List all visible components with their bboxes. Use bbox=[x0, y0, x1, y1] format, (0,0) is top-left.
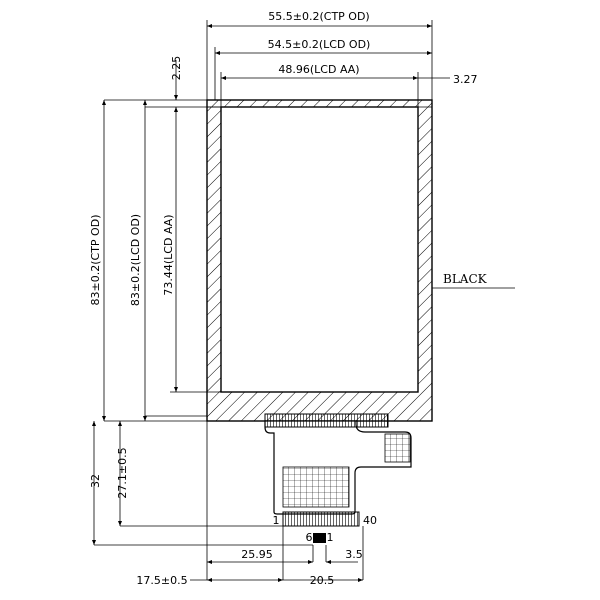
arrowhead bbox=[207, 560, 212, 564]
arrowhead bbox=[102, 416, 106, 421]
lcd-width-label: 54.5±0.2(LCD OD) bbox=[268, 38, 371, 51]
side-offset-label: 3.27 bbox=[453, 73, 478, 86]
aa-height-label: 73.44(LCD AA) bbox=[162, 214, 175, 295]
arrowhead bbox=[326, 560, 331, 564]
connector-right-label: 1 bbox=[327, 531, 334, 544]
ctp-height-label: 83±0.2(CTP OD) bbox=[89, 215, 102, 306]
pin-last-label: 40 bbox=[363, 514, 377, 527]
lcd-height-label: 83±0.2(LCD OD) bbox=[129, 214, 142, 306]
fpc-left-label: 25.95 bbox=[241, 548, 273, 561]
aa-width-label: 48.96(LCD AA) bbox=[278, 63, 359, 76]
dimension-labels: 55.5±0.2(CTP OD) 54.5±0.2(LCD OD) 48.96(… bbox=[89, 10, 488, 587]
arrowhead bbox=[143, 100, 147, 105]
arrowhead bbox=[118, 421, 122, 426]
pin-width-label: 3.5 bbox=[345, 548, 363, 561]
fpc-width-label: 20.5 bbox=[310, 574, 335, 587]
fpc-offset-label: 17.5±0.5 bbox=[136, 574, 187, 587]
arrowhead bbox=[215, 51, 220, 55]
arrowhead bbox=[221, 76, 226, 80]
pin-first-label: 1 bbox=[273, 514, 280, 527]
arrowhead bbox=[427, 51, 432, 55]
arrowhead bbox=[143, 416, 147, 421]
arrowhead bbox=[308, 560, 313, 564]
arrowhead bbox=[118, 521, 122, 526]
fpc-total-label: 32 bbox=[89, 474, 102, 488]
dimension-lines bbox=[93, 25, 515, 581]
connector-block bbox=[313, 533, 326, 543]
arrowhead bbox=[207, 24, 212, 28]
arrowhead bbox=[174, 107, 178, 112]
arrowhead bbox=[92, 540, 96, 545]
fpc-contact-pads bbox=[282, 511, 360, 527]
arrowhead bbox=[102, 100, 106, 105]
fpc-length-label: 27.1±0.5 bbox=[116, 447, 129, 498]
bezel-color-note: BLACK bbox=[443, 272, 488, 286]
ctp-width-label: 55.5±0.2(CTP OD) bbox=[268, 10, 369, 23]
panel-outline bbox=[206, 99, 433, 422]
top-offset-label: 2.25 bbox=[170, 56, 183, 81]
connector-left-label: 6 bbox=[306, 531, 313, 544]
fpc-tail bbox=[264, 413, 412, 543]
arrowhead bbox=[413, 76, 418, 80]
arrowhead bbox=[92, 421, 96, 426]
arrowhead bbox=[358, 578, 363, 582]
arrowhead bbox=[427, 24, 432, 28]
arrowhead bbox=[174, 95, 178, 100]
dimension-arrows bbox=[92, 24, 432, 582]
arrowhead bbox=[278, 578, 283, 582]
arrowhead bbox=[174, 387, 178, 392]
arrowhead bbox=[207, 578, 212, 582]
